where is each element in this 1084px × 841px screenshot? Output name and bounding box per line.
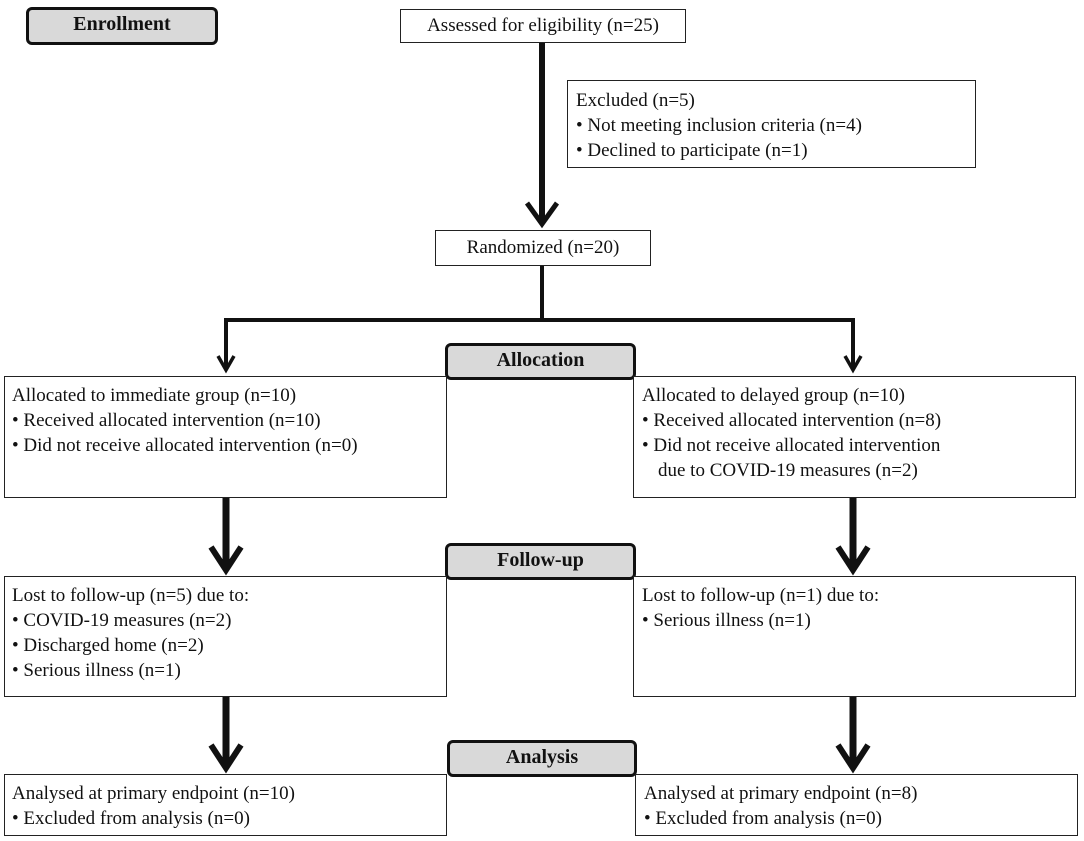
allocation-delayed-item: • Did not receive allocated intervention	[642, 435, 941, 456]
assessed-text: Assessed for eligibility (n=25)	[427, 15, 659, 36]
randomized-box: Randomized (n=20)	[435, 230, 651, 266]
followup-immediate-title: Lost to follow-up (n=5) due to:	[12, 585, 250, 606]
arrowhead-immediate-analysis	[208, 743, 244, 774]
excluded-box: Excluded (n=5) • Not meeting inclusion c…	[567, 80, 976, 168]
followup-immediate-box: Lost to follow-up (n=5) due to: • COVID-…	[4, 576, 447, 697]
allocation-delayed-title: Allocated to delayed group (n=10)	[642, 385, 905, 406]
excluded-item: • Declined to participate (n=1)	[576, 140, 808, 161]
arrowhead-immediate-followup	[208, 545, 244, 576]
arrowhead-randomized	[524, 201, 560, 229]
allocation-delayed-item-continued: due to COVID-19 measures (n=2)	[658, 460, 918, 481]
followup-delayed-box: Lost to follow-up (n=1) due to: • Seriou…	[633, 576, 1076, 697]
stage-follow-up: Follow-up	[445, 543, 636, 580]
allocation-immediate-item: • Received allocated intervention (n=10)	[12, 410, 321, 431]
arrowhead-delayed	[843, 355, 863, 374]
analysis-delayed-box: Analysed at primary endpoint (n=8) • Exc…	[635, 774, 1078, 836]
analysis-delayed-item: • Excluded from analysis (n=0)	[644, 808, 882, 829]
analysis-immediate-box: Analysed at primary endpoint (n=10) • Ex…	[4, 774, 447, 836]
followup-immediate-item: • Discharged home (n=2)	[12, 635, 204, 656]
arrowhead-immediate	[216, 355, 236, 374]
stage-allocation: Allocation	[445, 343, 636, 380]
stage-enrollment: Enrollment	[26, 7, 218, 45]
allocation-delayed-item: • Received allocated intervention (n=8)	[642, 410, 942, 431]
allocation-immediate-box: Allocated to immediate group (n=10) • Re…	[4, 376, 447, 498]
followup-delayed-item: • Serious illness (n=1)	[642, 610, 811, 631]
arrowhead-delayed-followup	[835, 545, 871, 576]
excluded-title: Excluded (n=5)	[576, 90, 695, 111]
followup-immediate-item: • Serious illness (n=1)	[12, 660, 181, 681]
allocation-immediate-item: • Did not receive allocated intervention…	[12, 435, 358, 456]
excluded-item: • Not meeting inclusion criteria (n=4)	[576, 115, 862, 136]
arrowhead-delayed-analysis	[835, 743, 871, 774]
assessed-box: Assessed for eligibility (n=25)	[400, 9, 686, 43]
followup-immediate-item: • COVID-19 measures (n=2)	[12, 610, 232, 631]
followup-delayed-title: Lost to follow-up (n=1) due to:	[642, 585, 880, 606]
allocation-immediate-title: Allocated to immediate group (n=10)	[12, 385, 297, 406]
randomized-text: Randomized (n=20)	[466, 237, 620, 258]
stage-analysis: Analysis	[447, 740, 637, 777]
analysis-delayed-title: Analysed at primary endpoint (n=8)	[644, 783, 918, 804]
analysis-immediate-item: • Excluded from analysis (n=0)	[12, 808, 250, 829]
allocation-delayed-box: Allocated to delayed group (n=10) • Rece…	[633, 376, 1076, 498]
analysis-immediate-title: Analysed at primary endpoint (n=10)	[12, 783, 295, 804]
